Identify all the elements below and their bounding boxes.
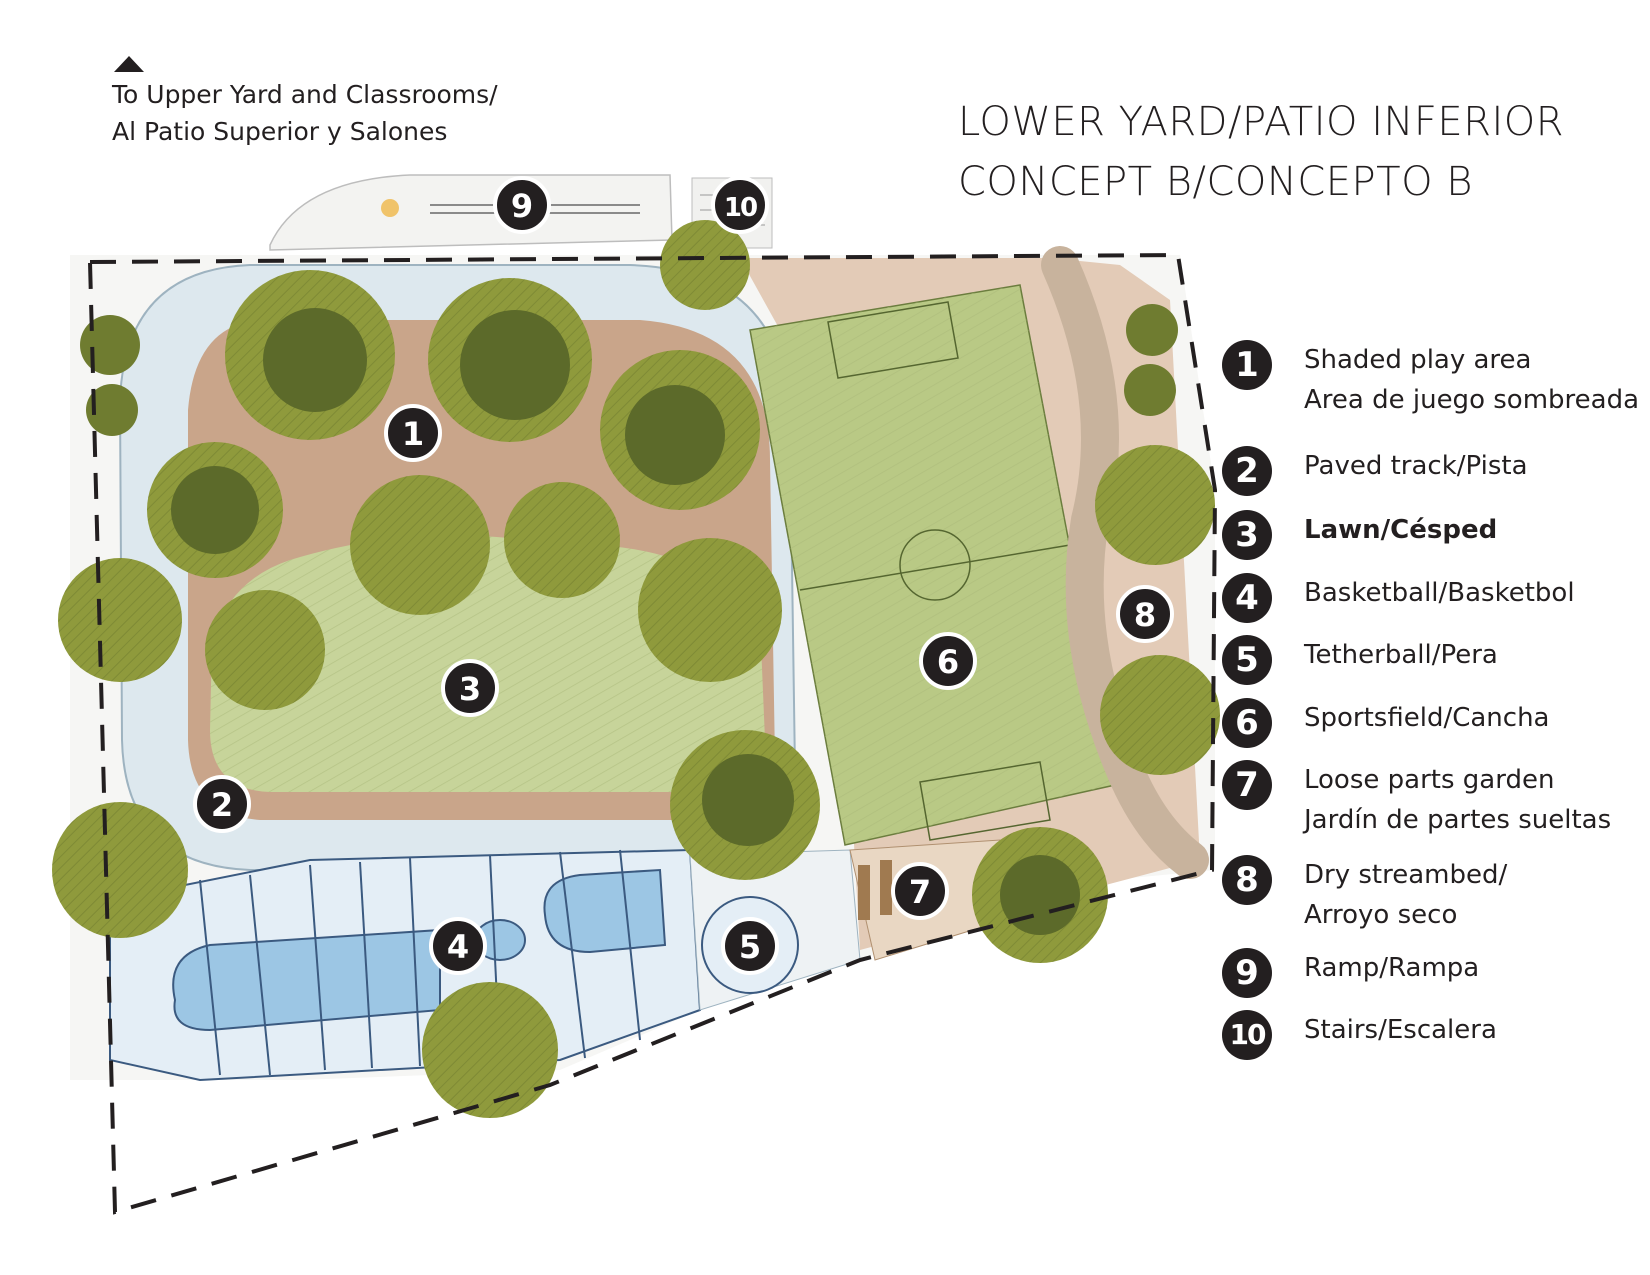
legend-label: Lawn/Césped: [1304, 515, 1498, 545]
legend-number-8: 8: [1222, 855, 1272, 905]
tetherball-area: [689, 849, 861, 1011]
legend-label: Shaded play area: [1304, 345, 1532, 375]
svg-text:7: 7: [909, 873, 931, 911]
marker-8[interactable]: 8: [1116, 585, 1174, 643]
svg-text:10: 10: [724, 193, 757, 223]
ramp-area: [269, 174, 673, 251]
legend-number-6: 6: [1222, 698, 1272, 748]
legend-number-1: 1: [1222, 340, 1272, 390]
plan-markers: 1 2 3 4 5 6 7 8 9 10: [193, 176, 1174, 975]
basketball-courts: [109, 848, 702, 1082]
direction-note-line1: To Upper Yard and Classrooms/: [112, 80, 498, 109]
page-title: LOWER YARD/PATIO INFERIOR CONCEPT B/CONC…: [958, 92, 1564, 212]
title-line2: CONCEPT B/CONCEPTO B: [958, 159, 1473, 205]
legend-label: Ramp/Rampa: [1304, 953, 1480, 983]
marker-3[interactable]: 3: [441, 659, 499, 717]
marker-9[interactable]: 9: [493, 176, 551, 234]
legend-label: Basketball/Basketbol: [1304, 578, 1575, 608]
svg-text:9: 9: [511, 187, 533, 225]
legend-label: Paved track/Pista: [1304, 451, 1528, 481]
legend-label: Loose parts garden: [1304, 765, 1555, 795]
direction-note: To Upper Yard and Classrooms/ Al Patio S…: [112, 56, 498, 150]
legend-number-10: 10: [1222, 1010, 1272, 1060]
site-boundary: [88, 252, 1218, 1215]
legend-label-secondary: Area de juego sombreada: [1304, 385, 1640, 415]
sportsfield: [749, 284, 1116, 846]
up-arrow-icon: [114, 56, 144, 72]
marker-4[interactable]: 4: [429, 917, 487, 975]
marker-2[interactable]: 2: [193, 775, 251, 833]
marker-10[interactable]: 10: [711, 176, 769, 234]
svg-text:2: 2: [211, 786, 233, 824]
legend-label: Tetherball/Pera: [1304, 640, 1498, 670]
marker-6[interactable]: 6: [919, 632, 977, 690]
svg-text:4: 4: [447, 928, 469, 966]
svg-text:8: 8: [1134, 596, 1156, 634]
legend-label: Dry streambed/: [1304, 860, 1508, 890]
svg-text:3: 3: [459, 670, 481, 708]
marker-5[interactable]: 5: [721, 917, 779, 975]
legend-number-9: 9: [1222, 948, 1272, 998]
marker-7[interactable]: 7: [891, 862, 949, 920]
title-line1: LOWER YARD/PATIO INFERIOR: [958, 99, 1565, 145]
trees: [52, 220, 1220, 1118]
legend-number-7: 7: [1222, 760, 1272, 810]
legend-number-5: 5: [1222, 635, 1272, 685]
direction-note-line2: Al Patio Superior y Salones: [112, 117, 448, 146]
svg-text:6: 6: [937, 643, 959, 681]
marker-1[interactable]: 1: [384, 404, 442, 462]
svg-text:1: 1: [402, 415, 424, 453]
legend-label: Sportsfield/Cancha: [1304, 703, 1550, 733]
legend-label-secondary: Jardín de partes sueltas: [1304, 805, 1612, 835]
dry-streambed: [1041, 246, 1209, 879]
legend-label: Stairs/Escalera: [1304, 1015, 1497, 1045]
svg-text:5: 5: [739, 928, 761, 966]
legend-number-2: 2: [1222, 446, 1272, 496]
legend-number-4: 4: [1222, 573, 1272, 623]
legend-label-secondary: Arroyo seco: [1304, 900, 1458, 930]
legend-number-3: 3: [1222, 510, 1272, 560]
